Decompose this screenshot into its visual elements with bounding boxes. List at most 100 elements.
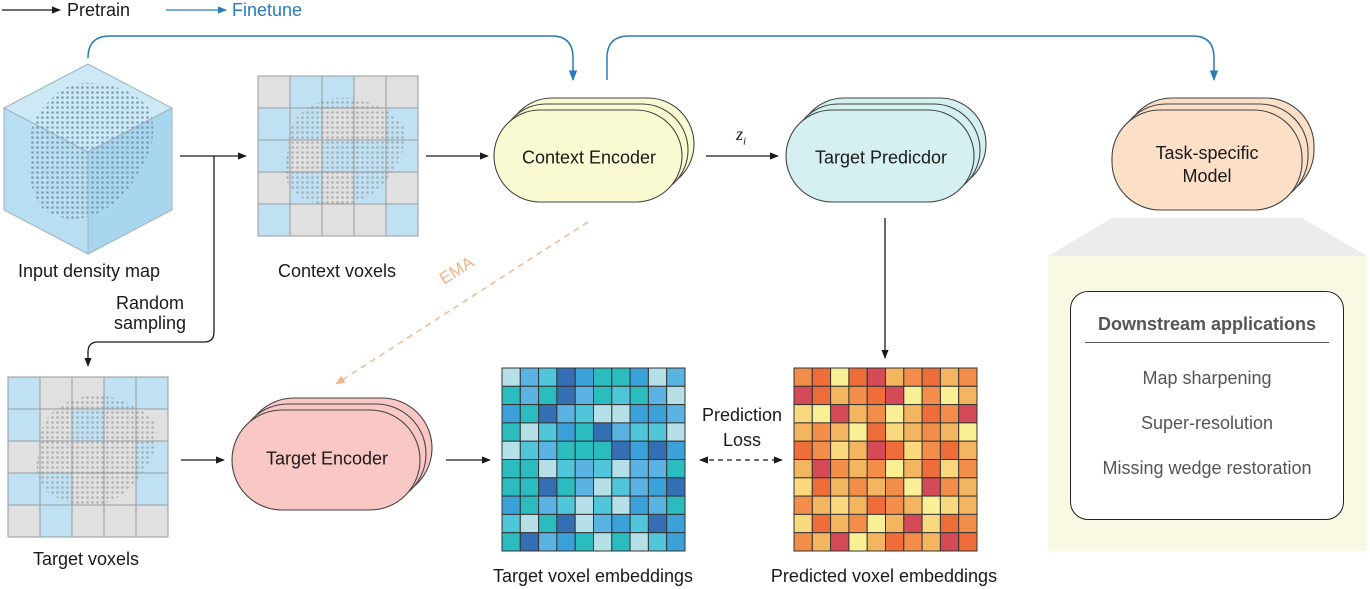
predicted-embedding-cell [939,513,960,534]
target-embedding-cell [611,422,631,442]
predicted-embedding-cell [848,440,868,461]
target-voxel-cell [7,472,41,506]
prediction-loss-label-line1: Prediction [701,405,783,425]
target-encoder-label: Target Encoder [265,448,389,469]
predicted-embedding-cell [811,385,832,406]
context-protein-shape [284,97,405,205]
predicted-embedding-cell [939,532,960,552]
predicted-embedding-cell [811,513,832,534]
predicted-embedding-cell [811,532,832,552]
target-embedding-cell [574,513,595,534]
predicted-embedding-cell [903,477,923,497]
target-embedding-cell [519,532,540,552]
target-voxel-cell [7,504,41,538]
target-embedding-cell [501,385,521,406]
predicted-embedding-cell [830,404,850,424]
context-voxel-cell [257,171,291,205]
context-voxel-cell [257,203,291,237]
task-specific-model-label: Task-specific Model [1155,143,1259,186]
target-embedding-cell [647,495,668,515]
target-embedding-cell [593,422,613,442]
predicted-embedding-cell [939,422,960,442]
context-voxel-cell [321,203,355,237]
target-embedding-cell [574,495,595,515]
target-embedding-cell [611,532,631,552]
predicted-embedding-cell [793,532,813,552]
predicted-embedding-cell [866,385,887,406]
predicted-embedding-cell [811,367,832,387]
target-embedding-cell [647,513,668,534]
context-encoder-block [493,97,695,203]
target-embedding-cell [666,422,686,442]
target-voxel-cell [7,440,41,474]
predicted-embedding-cell [921,477,941,497]
target-embedding-cell [519,404,540,424]
target-embedding-cell [647,459,668,479]
target-embedding-cell [556,404,576,424]
predicted-embedding-cell [921,459,941,479]
predicted-embedding-cell [848,495,868,515]
predicted-embedding-cell [921,440,941,461]
target-embedding-cell [593,513,613,534]
target-embedding-cell [501,440,521,461]
target-voxel-embeddings-label: Target voxel embeddings [492,566,694,586]
predicted-embedding-cell [793,459,813,479]
target-protein-shape [36,395,157,505]
predicted-embedding-cell [885,367,905,387]
context-voxel-cell [257,107,291,141]
target-embedding-cell [666,440,686,461]
target-embedding-cell [519,440,540,461]
context-voxel-cell [353,203,387,237]
predicted-embedding-cell [793,385,813,406]
target-embedding-cell [574,385,595,406]
target-embedding-cell [556,477,576,497]
target-embedding-cell [629,459,649,479]
predicted-embedding-cell [958,404,978,424]
target-embedding-cell [647,367,668,387]
target-voxel-cell [103,504,137,538]
predicted-embedding-cell [903,422,923,442]
target-embedding-cell [611,495,631,515]
target-embedding-cell [666,495,686,515]
target-embedding-cell [538,385,558,406]
target-embedding-cell [611,404,631,424]
predicted-embedding-cell [793,440,813,461]
predicted-embedding-cell [939,404,960,424]
target-embedding-cell [666,404,686,424]
task-model-callout [1048,218,1367,256]
target-embedding-cell [556,495,576,515]
predicted-embedding-cell [885,513,905,534]
target-embedding-cell [556,385,576,406]
predicted-embedding-cell [848,477,868,497]
predicted-embedding-cell [830,440,850,461]
target-embedding-cell [519,385,540,406]
context-voxel-cell [257,139,291,173]
target-embedding-cell [593,459,613,479]
predicted-embedding-cell [903,440,923,461]
legend-pretrain-label: Pretrain [67,0,131,20]
predicted-embedding-cell [830,422,850,442]
predicted-embedding-cell [958,477,978,497]
predicted-embedding-cell [939,367,960,387]
target-voxel-cell [7,376,41,410]
predicted-embedding-cell [848,513,868,534]
predicted-embedding-cell [903,495,923,515]
target-embedding-cell [611,513,631,534]
target-embedding-cell [501,422,521,442]
predicted-embedding-cell [958,495,978,515]
target-embedding-cell [519,495,540,515]
predicted-embedding-cell [830,513,850,534]
predicted-embedding-cell [793,422,813,442]
target-embedding-cell [666,477,686,497]
target-embedding-cell [593,495,613,515]
target-embedding-cell [501,513,521,534]
predicted-embedding-cell [939,495,960,515]
prediction-loss-label-line2: Loss [722,430,762,450]
target-embedding-cell [574,367,595,387]
predicted-embedding-cell [939,477,960,497]
target-embedding-cell [519,459,540,479]
target-embedding-cell [593,367,613,387]
downstream-item-map-sharpening: Map sharpening [1142,368,1272,388]
predicted-embedding-cell [866,495,887,515]
predicted-embedding-cell [866,532,887,552]
